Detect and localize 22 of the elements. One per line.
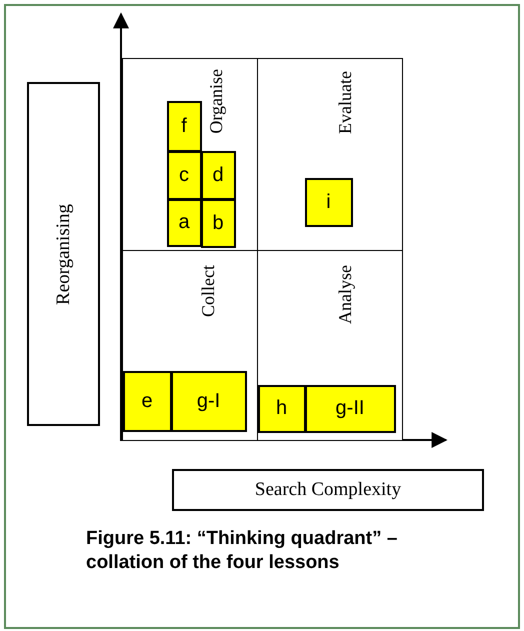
quadrant-label: Organise <box>207 69 225 134</box>
lesson-box: i <box>304 178 352 226</box>
quadrant-label: Collect <box>199 265 217 317</box>
lesson-box: g-I <box>170 370 246 432</box>
lesson-box: d <box>200 150 236 200</box>
quadrant-panel <box>122 58 258 251</box>
lesson-box: f <box>166 100 202 152</box>
figure-caption: Figure 5.11: “Thinking quadrant” – collation of the four lessons <box>86 527 398 575</box>
quadrant-panel <box>122 250 258 441</box>
quadrant-panel <box>257 58 403 251</box>
axis-label-box: Search Complexity <box>172 469 484 511</box>
axis-label: Reorganising <box>52 204 74 304</box>
quadrant-label: Analyse <box>336 265 354 324</box>
quadrant-label: Evaluate <box>336 71 354 134</box>
axis-label-box <box>27 82 100 426</box>
lesson-box: a <box>166 198 202 246</box>
lesson-box: g-II <box>304 384 396 432</box>
lesson-box: c <box>166 150 202 200</box>
lesson-box: e <box>122 370 172 432</box>
lesson-box: b <box>200 198 236 248</box>
lesson-box: h <box>258 384 306 432</box>
quadrant-panel <box>257 250 403 441</box>
